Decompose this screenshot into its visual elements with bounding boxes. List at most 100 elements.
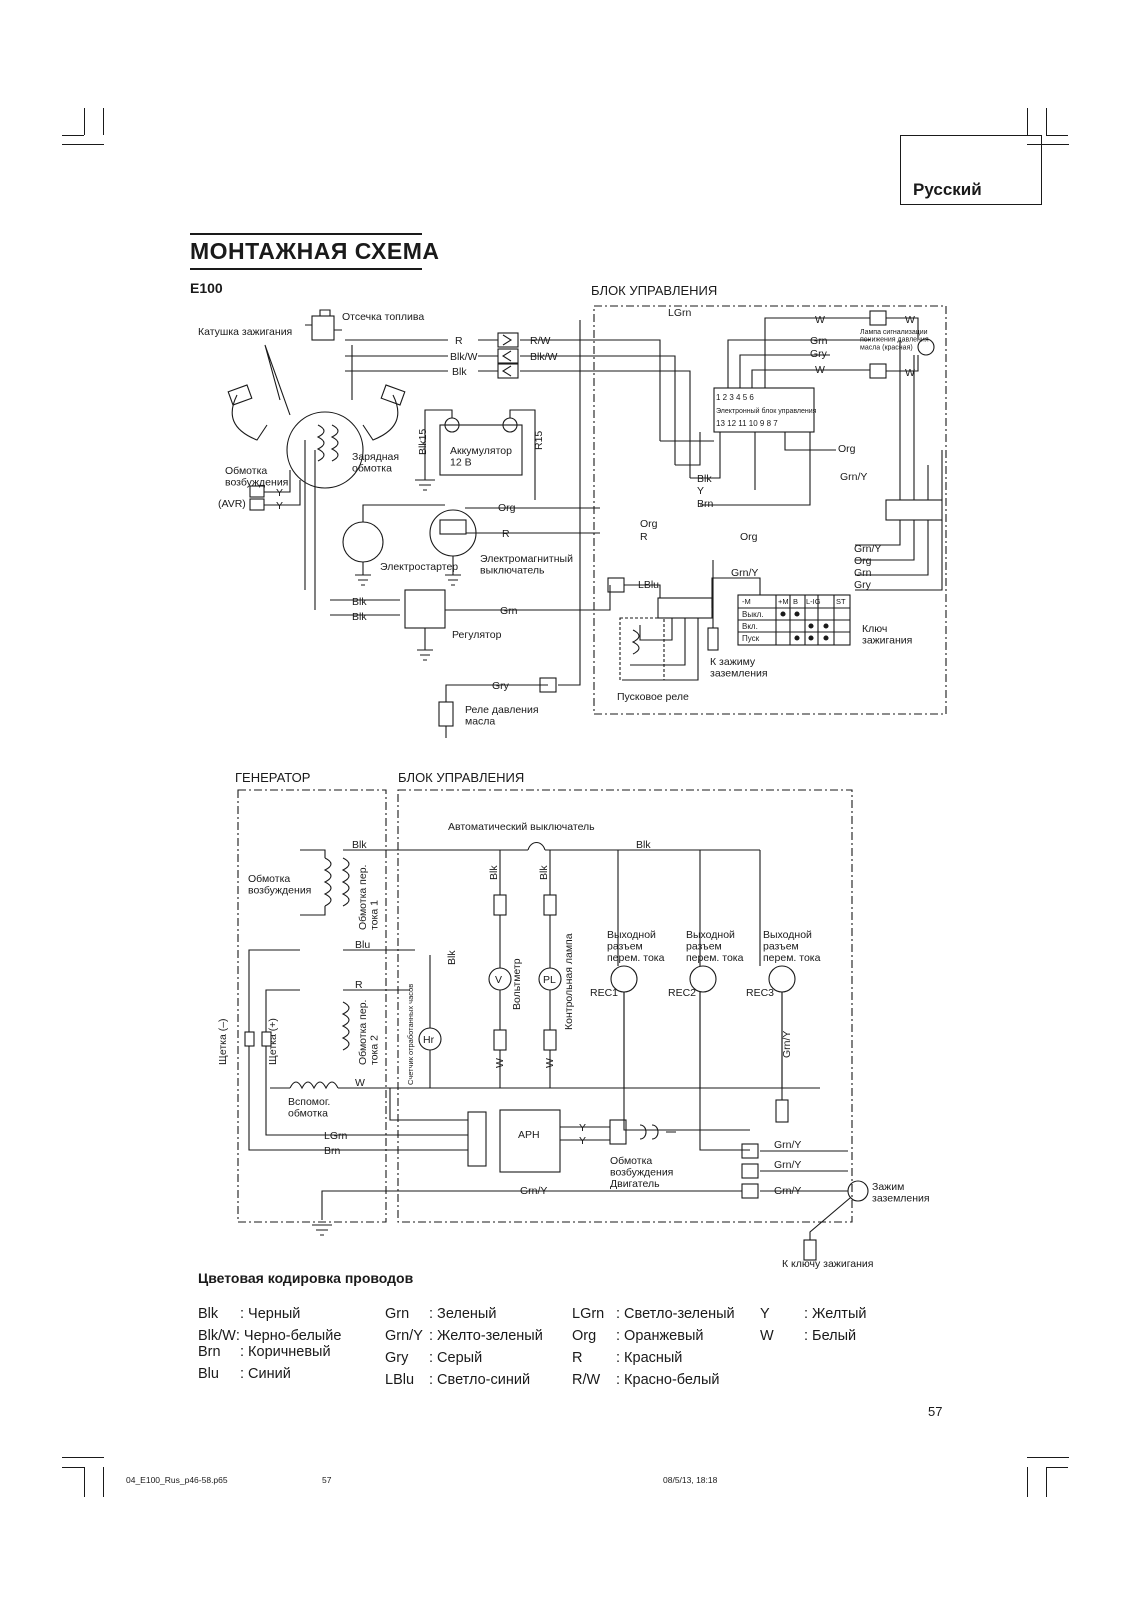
legend-item: R: Красный bbox=[572, 1350, 683, 1366]
crop-mark-br-v2 bbox=[1046, 1467, 1047, 1497]
footer-datetime: 08/5/13, 18:18 bbox=[663, 1475, 718, 1485]
footer-page: 57 bbox=[322, 1475, 332, 1485]
crop-mark-tl-h2 bbox=[62, 144, 104, 145]
avr-box-label: АРН bbox=[518, 1129, 540, 1141]
legend-item: LGrn: Светло-зеленый bbox=[572, 1306, 735, 1322]
starter-label: Электростартер bbox=[380, 561, 458, 573]
crop-mark-tl-h bbox=[62, 135, 84, 136]
rec3-label: REC3 bbox=[746, 987, 774, 999]
wire-label: Y bbox=[697, 485, 704, 497]
wire-label: W bbox=[544, 1058, 556, 1068]
legend-item: Org: Оранжевый bbox=[572, 1328, 704, 1344]
wire-label: R bbox=[455, 335, 463, 347]
wire-label: Grn bbox=[854, 567, 872, 579]
wire-label: Grn/Y bbox=[854, 543, 881, 555]
model-label: E100 bbox=[190, 280, 223, 296]
title-rule-bottom bbox=[190, 268, 422, 270]
wire-label: Grn/Y bbox=[774, 1139, 801, 1151]
wire-label: Org bbox=[498, 502, 516, 514]
legend-item: Gry: Серый bbox=[385, 1350, 483, 1366]
wire-label: Grn/Y bbox=[774, 1159, 801, 1171]
crop-mark-tl-v2 bbox=[103, 108, 104, 135]
wire-label: Grn/Y bbox=[781, 1031, 793, 1058]
language-label: Русский bbox=[913, 180, 982, 199]
wire-label: W bbox=[355, 1077, 365, 1089]
legend-item: W: Белый bbox=[760, 1328, 857, 1344]
brush-plus-label: Щетка (+) bbox=[267, 1018, 279, 1065]
ac-winding-2-label: Обмотка пер.тока 2 bbox=[357, 1000, 381, 1065]
legend-item: Blk: Черный bbox=[198, 1306, 301, 1322]
wire-label: W bbox=[815, 314, 825, 326]
legend-item: Grn: Зеленый bbox=[385, 1306, 497, 1322]
key-col-4: L-IG bbox=[806, 597, 821, 606]
wire-label: Y bbox=[579, 1122, 586, 1134]
wire-label: Grn/Y bbox=[520, 1185, 547, 1197]
generator-label: ГЕНЕРАТОР bbox=[235, 770, 310, 785]
wire-label: Grn/Y bbox=[774, 1185, 801, 1197]
crop-mark-tr-v2 bbox=[1027, 108, 1028, 135]
key-col-1: -M bbox=[742, 597, 751, 606]
wire-label: Y bbox=[579, 1135, 586, 1147]
key-col-3: B bbox=[793, 597, 798, 606]
wire-label: Blu bbox=[355, 939, 370, 951]
wire-label: W bbox=[905, 367, 915, 379]
wire-label: W bbox=[494, 1058, 506, 1068]
wire-label: Grn bbox=[500, 605, 518, 617]
wire-label: Grn bbox=[810, 335, 828, 347]
ignition-coil-label: Катушка зажигания bbox=[198, 326, 292, 338]
crop-mark-bl-h2 bbox=[62, 1467, 84, 1468]
fuel-cutoff-label: Отсечка топлива bbox=[342, 311, 424, 323]
wire-label: Org bbox=[838, 443, 856, 455]
key-col-2: +M bbox=[778, 597, 789, 606]
rec2-label: REC2 bbox=[668, 987, 696, 999]
ecu-shape bbox=[713, 387, 815, 433]
wire-label: Brn bbox=[697, 498, 714, 510]
legend-item: Grn/Y: Желто-зеленый bbox=[385, 1328, 543, 1344]
key-row-start: Пуск bbox=[742, 634, 760, 643]
wire-label: Grn/Y bbox=[840, 471, 867, 483]
ecu-top-pins: 1 2 3 4 5 6 bbox=[716, 393, 754, 402]
title-rule-top bbox=[190, 233, 422, 235]
control-block-label-bottom: БЛОК УПРАВЛЕНИЯ bbox=[398, 770, 524, 785]
wire-label: Grn/Y bbox=[731, 567, 758, 579]
wire-label: Blk bbox=[352, 596, 367, 608]
wire-label: Org bbox=[740, 531, 758, 543]
wire-label: Gry bbox=[492, 680, 510, 692]
key-col-5: ST bbox=[836, 597, 846, 606]
avr-shape bbox=[499, 1109, 561, 1173]
crop-mark-bl-v bbox=[84, 1467, 85, 1497]
language-box: Русский bbox=[900, 135, 1042, 205]
wire-label: Blk/W bbox=[450, 351, 478, 363]
wire-label: R15 bbox=[533, 431, 545, 450]
legend-item: Y: Желтый bbox=[760, 1306, 867, 1322]
legend-item: Blk/W: Черно-белыйе bbox=[198, 1328, 342, 1344]
wire-label: Blk bbox=[636, 839, 651, 851]
regulator-label: Регулятор bbox=[452, 629, 502, 641]
legend-item: Brn: Коричневый bbox=[198, 1344, 331, 1360]
wiring-diagram: БЛОК УПРАВЛЕНИЯ Отсечка топлива Катушка … bbox=[198, 283, 947, 1270]
wire-label: LGrn bbox=[324, 1130, 348, 1142]
wire-label: Y bbox=[276, 500, 283, 512]
footer-file: 04_E100_Rus_p46-58.p65 bbox=[126, 1475, 228, 1485]
voltmeter-symbol: V bbox=[495, 974, 502, 986]
wire-label: R bbox=[355, 979, 363, 991]
crop-mark-br-h2 bbox=[1046, 1467, 1068, 1468]
crop-mark-bl-h bbox=[62, 1457, 104, 1458]
legend-item: LBlu: Светло-синий bbox=[385, 1372, 531, 1388]
wire-label: Blk bbox=[452, 366, 467, 378]
wire-label: Blk bbox=[538, 865, 550, 880]
battery-shape bbox=[439, 424, 523, 476]
wire-label: Gry bbox=[854, 579, 872, 591]
crop-mark-tr-h2 bbox=[1027, 144, 1069, 145]
pilot-lamp-label: Контрольная лампа bbox=[563, 933, 575, 1030]
wire-label: Blk/W bbox=[530, 351, 558, 363]
